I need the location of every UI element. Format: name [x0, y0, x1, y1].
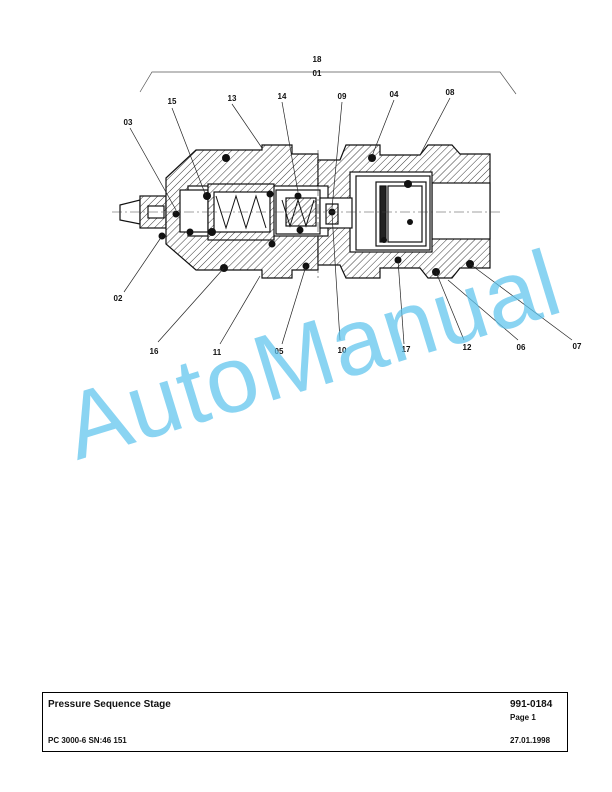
callout-05: 05 [275, 347, 284, 356]
callout-15: 15 [168, 97, 177, 106]
callout-04: 04 [390, 90, 399, 99]
leader-lines [123, 97, 573, 345]
callout-13: 13 [228, 94, 237, 103]
callout-16: 16 [150, 347, 159, 356]
callout-11: 11 [213, 348, 222, 357]
machine-model: PC 3000-6 SN:46 151 [48, 736, 127, 745]
callout-03: 03 [124, 118, 133, 127]
title-block: Pressure Sequence Stage 991-0184 Page 1 … [42, 692, 568, 752]
assembly-bracket [139, 71, 517, 95]
document-date: 27.01.1998 [510, 736, 551, 745]
document-number: 991-0184 [510, 699, 553, 710]
callout-02: 02 [114, 294, 123, 303]
callout-12: 12 [463, 343, 472, 352]
callout-08: 08 [446, 88, 455, 97]
callout-01: 01 [313, 69, 322, 78]
callout-09: 09 [338, 92, 347, 101]
callout-10: 10 [338, 346, 347, 355]
callout-06: 06 [517, 343, 526, 352]
page-number: Page 1 [510, 713, 536, 722]
callout-17: 17 [402, 345, 411, 354]
valve-cross-section [119, 144, 491, 279]
callout-07: 07 [573, 342, 582, 351]
document-title: Pressure Sequence Stage [48, 699, 171, 710]
callout-14: 14 [278, 92, 287, 101]
callout-18: 18 [313, 55, 322, 64]
